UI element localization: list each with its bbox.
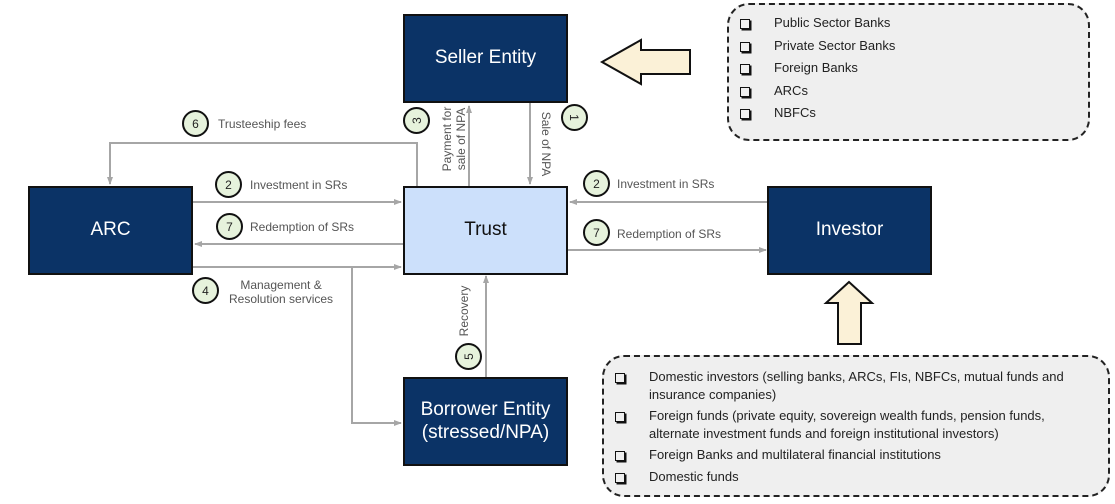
step-badge-3: 3 — [403, 107, 430, 134]
investor-label: Investor — [815, 219, 884, 241]
step-badge-7-arc: 7 — [216, 213, 243, 240]
borrower-entity-sublabel: (stressed/NPA) — [421, 421, 550, 443]
flow-label-management: Management & Resolution services — [229, 278, 334, 307]
seller-entity-node: Seller Entity — [403, 14, 568, 103]
checkbox-bullet-icon — [740, 86, 750, 97]
flow-label-investor-redemption: Redemption of SRs — [617, 227, 722, 241]
arc-label: ARC — [90, 219, 131, 241]
list-item: Domestic investors (selling banks, ARCs,… — [615, 368, 1108, 403]
arrow-trusteeship-fees — [107, 142, 418, 186]
list-item: Public Sector Banks — [740, 14, 1088, 32]
borrower-entity-node: Borrower Entity (stressed/NPA) — [403, 377, 568, 466]
list-item: Foreign Banks and multilateral financial… — [615, 446, 1108, 464]
checkbox-bullet-icon — [615, 412, 625, 423]
seller-entity-label: Seller Entity — [434, 47, 537, 69]
arc-node: ARC — [28, 186, 193, 275]
block-arrow-left — [599, 38, 691, 86]
flow-label-recovery: Recovery — [457, 285, 471, 337]
block-arrow-up — [823, 280, 875, 345]
checkbox-bullet-icon — [615, 373, 625, 383]
step-badge-7-investor: 7 — [583, 219, 610, 246]
sellers-list: Public Sector Banks Private Sector Banks… — [740, 14, 1088, 122]
trust-label: Trust — [464, 219, 507, 241]
step-badge-2-arc: 2 — [215, 171, 242, 198]
list-item: Private Sector Banks — [740, 37, 1088, 55]
list-item: ARCs — [740, 82, 1088, 100]
investor-node: Investor — [767, 186, 932, 275]
list-item: Foreign funds (private equity, sovereign… — [615, 407, 1108, 442]
arrow-management-borrower — [351, 267, 402, 426]
flow-label-trusteeship-fees: Trusteeship fees — [218, 117, 307, 131]
step-badge-2-investor: 2 — [583, 170, 610, 197]
step-badge-5: 5 — [455, 343, 482, 370]
checkbox-bullet-icon — [740, 41, 750, 52]
flow-label-investor-investment: Investment in SRs — [617, 177, 715, 191]
borrower-entity-label: Borrower Entity — [420, 398, 551, 420]
step-badge-1: 1 — [561, 104, 588, 131]
trust-node: Trust — [403, 186, 568, 275]
investors-list: Domestic investors (selling banks, ARCs,… — [615, 368, 1108, 485]
list-item: NBFCs — [740, 104, 1088, 122]
checkbox-bullet-icon — [740, 109, 750, 120]
sellers-panel: Public Sector Banks Private Sector Banks… — [727, 3, 1090, 141]
checkbox-bullet-icon — [615, 472, 625, 483]
flow-label-sale-npa: Sale of NPA — [539, 111, 553, 177]
step-badge-6: 6 — [182, 110, 209, 137]
flow-label-arc-investment: Investment in SRs — [250, 178, 348, 192]
list-item: Domestic funds — [615, 468, 1108, 486]
checkbox-bullet-icon — [740, 19, 750, 29]
checkbox-bullet-icon — [615, 451, 625, 462]
checkbox-bullet-icon — [740, 64, 750, 75]
investors-panel: Domestic investors (selling banks, ARCs,… — [602, 355, 1110, 497]
list-item: Foreign Banks — [740, 59, 1088, 77]
step-badge-4: 4 — [192, 277, 219, 304]
flow-label-arc-redemption: Redemption of SRs — [250, 220, 355, 234]
flow-label-payment: Payment for sale of NPA — [440, 106, 468, 172]
